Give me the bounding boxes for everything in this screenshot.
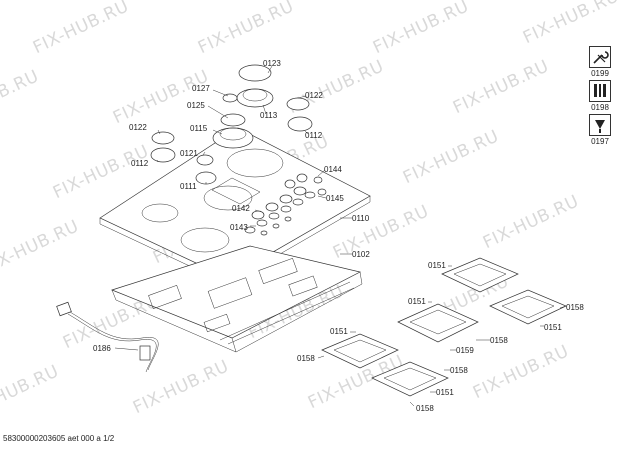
hob-base-tray [110, 245, 363, 353]
pan-support [441, 257, 519, 293]
callout-label: 0158 [450, 366, 468, 375]
tool-code: 0199 [591, 69, 609, 78]
grease-gun-icon [589, 114, 611, 136]
callout-label: 0142 [232, 204, 250, 213]
callout-label: 0111 [180, 182, 197, 191]
callout-label: 0151 [428, 261, 446, 270]
callout-label: 0151 [408, 297, 426, 306]
callout-label: 0151 [330, 327, 348, 336]
callout-label: 0151 [436, 388, 454, 397]
tool-code: 0197 [591, 137, 609, 146]
callout-label: 0115 [190, 124, 208, 133]
power-cable [56, 301, 159, 373]
pan-support [371, 361, 449, 397]
callout-label: 0122 [305, 91, 323, 100]
pan-support [321, 333, 399, 369]
callout-label: 0113 [260, 111, 278, 120]
callout-label: 0151 [544, 323, 562, 332]
callout-label: 0145 [326, 194, 344, 203]
callout-label: 0110 [352, 214, 370, 223]
tools-set-icon [589, 80, 611, 102]
callout-label: 0158 [566, 303, 584, 312]
callout-label: 0158 [297, 354, 315, 363]
pan-support [397, 303, 479, 343]
callout-label: 0123 [263, 59, 281, 68]
knob-row [244, 173, 327, 236]
callout-label: 0158 [490, 336, 508, 345]
callout-label: 0158 [416, 404, 434, 413]
wrench-screwdriver-icon [589, 46, 611, 68]
burner-parts [150, 64, 313, 185]
drawing-reference: 58300000203605 aet 000 a 1/2 [3, 434, 115, 443]
callout-labels: 0123 0127 0125 0113 0122 0112 0122 0115 … [93, 59, 584, 413]
callout-label: 0127 [192, 84, 210, 93]
callout-label: 0112 [305, 131, 323, 140]
callout-label: 0122 [129, 123, 147, 132]
callout-label: 0143 [230, 223, 248, 232]
callout-label: 0125 [187, 101, 205, 110]
pan-support [489, 289, 567, 325]
hob-top-plate [99, 127, 371, 285]
tool-code: 0198 [591, 103, 609, 112]
leader-lines [114, 65, 567, 407]
callout-label: 0159 [456, 346, 474, 355]
callout-label: 0144 [324, 165, 342, 174]
callout-label: 0102 [352, 250, 370, 259]
callout-label: 0186 [93, 344, 111, 353]
callout-label: 0121 [180, 149, 198, 158]
callout-label: 0112 [131, 159, 149, 168]
